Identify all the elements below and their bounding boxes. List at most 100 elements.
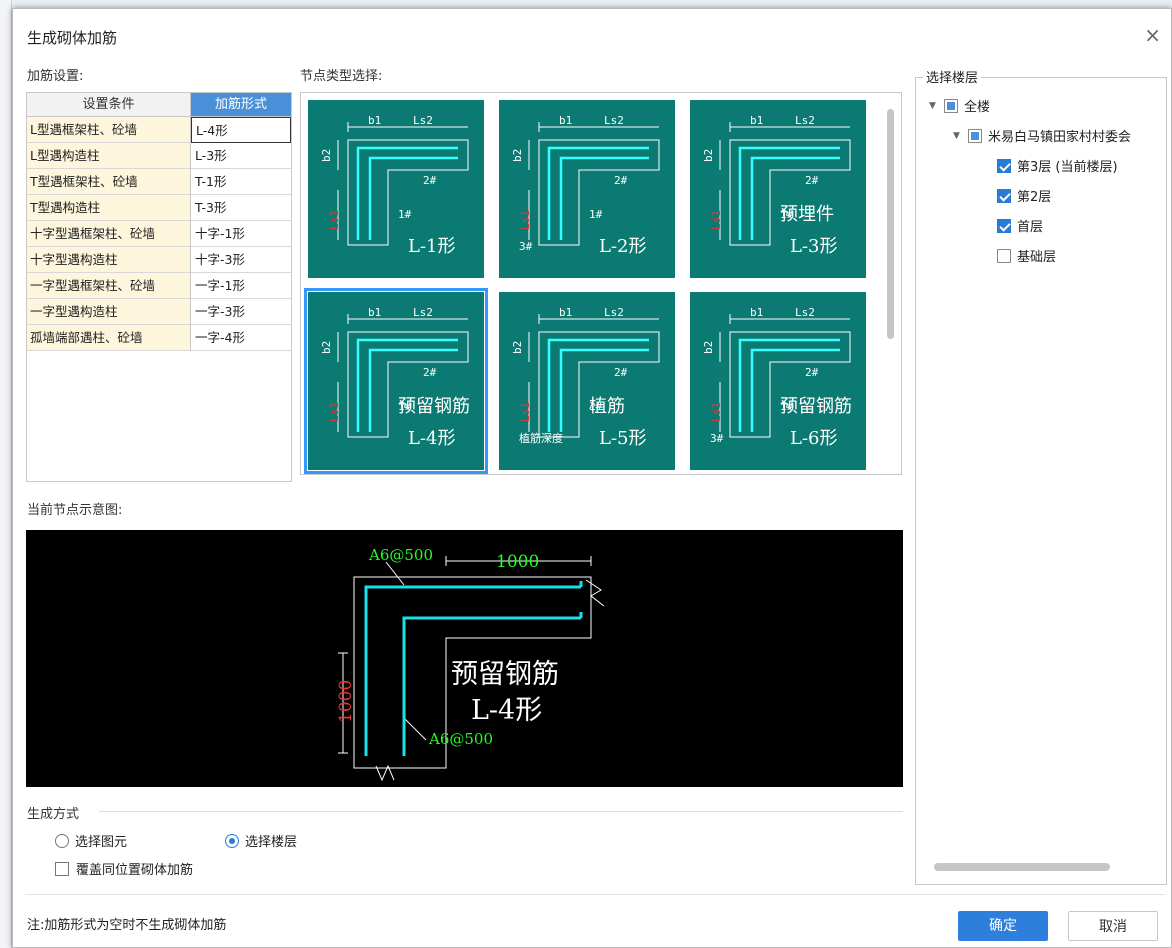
form-cell[interactable]: T-1形	[191, 169, 291, 195]
condition-cell: L型遇框架柱、砼墙	[27, 117, 191, 143]
condition-cell: T型遇构造柱	[27, 195, 191, 221]
form-cell[interactable]: 十字-1形	[191, 221, 291, 247]
tree-item-floor[interactable]: 基础层	[997, 246, 1056, 265]
dialog-title: 生成砌体加筋	[27, 29, 118, 47]
thumbnail-text-nm: L-6形	[790, 428, 838, 449]
thumbnail-text-t2: Ls2	[604, 114, 624, 127]
thumbnail-text-t4: 2#	[614, 366, 628, 379]
thumbnail-text-t1: b1	[559, 306, 572, 319]
thumbnail-text-t3: b2	[320, 149, 333, 162]
table-row[interactable]: 一字型遇构造柱一字-3形	[27, 299, 291, 325]
form-cell[interactable]: 一字-4形	[191, 325, 291, 351]
radio-label: 选择图元	[75, 835, 128, 850]
thumbnail-text-t6: Ls1	[710, 210, 723, 230]
condition-cell: 一字型遇框架柱、砼墙	[27, 273, 191, 299]
tree-item-floor[interactable]: 首层	[997, 216, 1043, 235]
thumbnail-text-t5: 1#	[780, 208, 794, 221]
grid-scrollbar[interactable]	[887, 109, 894, 339]
table-row[interactable]: 孤墙端部遇柱、砼墙一字-4形	[27, 325, 291, 351]
table-row[interactable]: 一字型遇框架柱、砼墙一字-1形	[27, 273, 291, 299]
background-toolbar	[0, 0, 1172, 10]
thumbnail-text-t1: b1	[368, 306, 381, 319]
preview-label: 当前节点示意图:	[27, 503, 123, 518]
checkbox-unchecked[interactable]	[997, 248, 1011, 263]
form-cell[interactable]: 一字-3形	[191, 299, 291, 325]
thumbnail-text-t7: 植筋深度	[519, 431, 563, 445]
tree-label: 基础层	[1017, 250, 1057, 265]
length-label-vertical: 1000	[336, 680, 356, 723]
checkbox-checked[interactable]	[997, 218, 1011, 233]
length-label-horizontal: 1000	[496, 552, 539, 572]
overwrite-checkbox[interactable]: 覆盖同位置砌体加筋	[55, 859, 193, 878]
form-cell[interactable]: L-4形	[191, 117, 291, 143]
form-cell[interactable]: 十字-3形	[191, 247, 291, 273]
checkbox-partial[interactable]	[968, 128, 982, 143]
thumbnail-text-t2: Ls2	[604, 306, 624, 319]
thumbnail-text-t7: 3#	[519, 240, 533, 253]
thumbnail-text-t3: b2	[320, 341, 333, 354]
thumbnail-text-t3: b2	[511, 341, 524, 354]
tree-label: 第2层	[1017, 190, 1052, 205]
radio-select-element[interactable]: 选择图元	[55, 831, 127, 850]
thumbnail-text-t6: Ls1	[519, 210, 532, 230]
thumbnail-text-t5: 1#	[398, 400, 412, 413]
radio-circle	[55, 833, 69, 848]
form-cell[interactable]: L-3形	[191, 143, 291, 169]
table-row[interactable]: 十字型遇框架柱、砼墙十字-1形	[27, 221, 291, 247]
form-cell[interactable]: T-3形	[191, 195, 291, 221]
thumbnail-text-t3: b2	[511, 149, 524, 162]
thumbnail-text-t2: Ls2	[795, 114, 815, 127]
thumbnail-text-t6: Ls1	[710, 402, 723, 422]
ok-button[interactable]: 确定	[958, 911, 1048, 941]
generate-label: 生成方式	[27, 807, 80, 822]
tree-item-floor[interactable]: 第3层 (当前楼层)	[997, 156, 1118, 175]
checkbox-checked[interactable]	[997, 188, 1011, 203]
radio-select-floor[interactable]: 选择楼层	[225, 831, 297, 850]
floor-panel-scrollbar[interactable]	[934, 863, 1110, 871]
column-header-condition: 设置条件	[27, 93, 191, 117]
thumbnail-text-nm: L-1形	[408, 236, 456, 257]
thumbnail-text-t1: b1	[368, 114, 381, 127]
checkbox-partial[interactable]	[944, 98, 958, 113]
thumbnail-text-sub: 预埋件	[780, 204, 834, 225]
thumbnail-text-sub: 预留钢筋	[398, 396, 470, 417]
close-icon[interactable]: ×	[1144, 23, 1161, 47]
thumbnail-text-t1: b1	[750, 114, 763, 127]
thumbnail-text-t3: b2	[702, 149, 715, 162]
checkbox-checked[interactable]	[997, 158, 1011, 173]
preview-caption-2: L-4形	[471, 695, 542, 726]
thumbnail-text-nm: L-5形	[599, 428, 647, 449]
cancel-button[interactable]: 取消	[1068, 911, 1158, 941]
thumbnail-text-t4: 2#	[423, 366, 437, 379]
chevron-down-icon[interactable]: ▼	[953, 130, 960, 141]
tree-item-all[interactable]: ▼全楼	[929, 96, 990, 115]
thumbnail-text-t2: Ls2	[413, 306, 433, 319]
table-row[interactable]: 十字型遇构造柱十字-3形	[27, 247, 291, 273]
thumbnail-text-t5: 1#	[589, 400, 603, 413]
tree-item-project[interactable]: ▼米易白马镇田家村村委会	[953, 126, 1131, 145]
chevron-down-icon[interactable]: ▼	[929, 100, 936, 111]
thumbnail-text-nm: L-2形	[599, 236, 647, 257]
condition-cell: L型遇构造柱	[27, 143, 191, 169]
form-cell[interactable]: 一字-1形	[191, 273, 291, 299]
footer-note: 注:加筋形式为空时不生成砌体加筋	[27, 918, 227, 933]
thumbnail-text-t5: 1#	[589, 208, 603, 221]
thumbnail-text-t4: 2#	[805, 366, 819, 379]
radio-circle	[225, 833, 239, 848]
rebar-label-bottom: A6@500	[428, 730, 493, 748]
thumbnail-text-t5: 1#	[398, 208, 412, 221]
thumbnail-text-t6: Ls1	[328, 402, 341, 422]
tree-item-floor[interactable]: 第2层	[997, 186, 1051, 205]
thumbnail-text-t4: 2#	[614, 174, 628, 187]
